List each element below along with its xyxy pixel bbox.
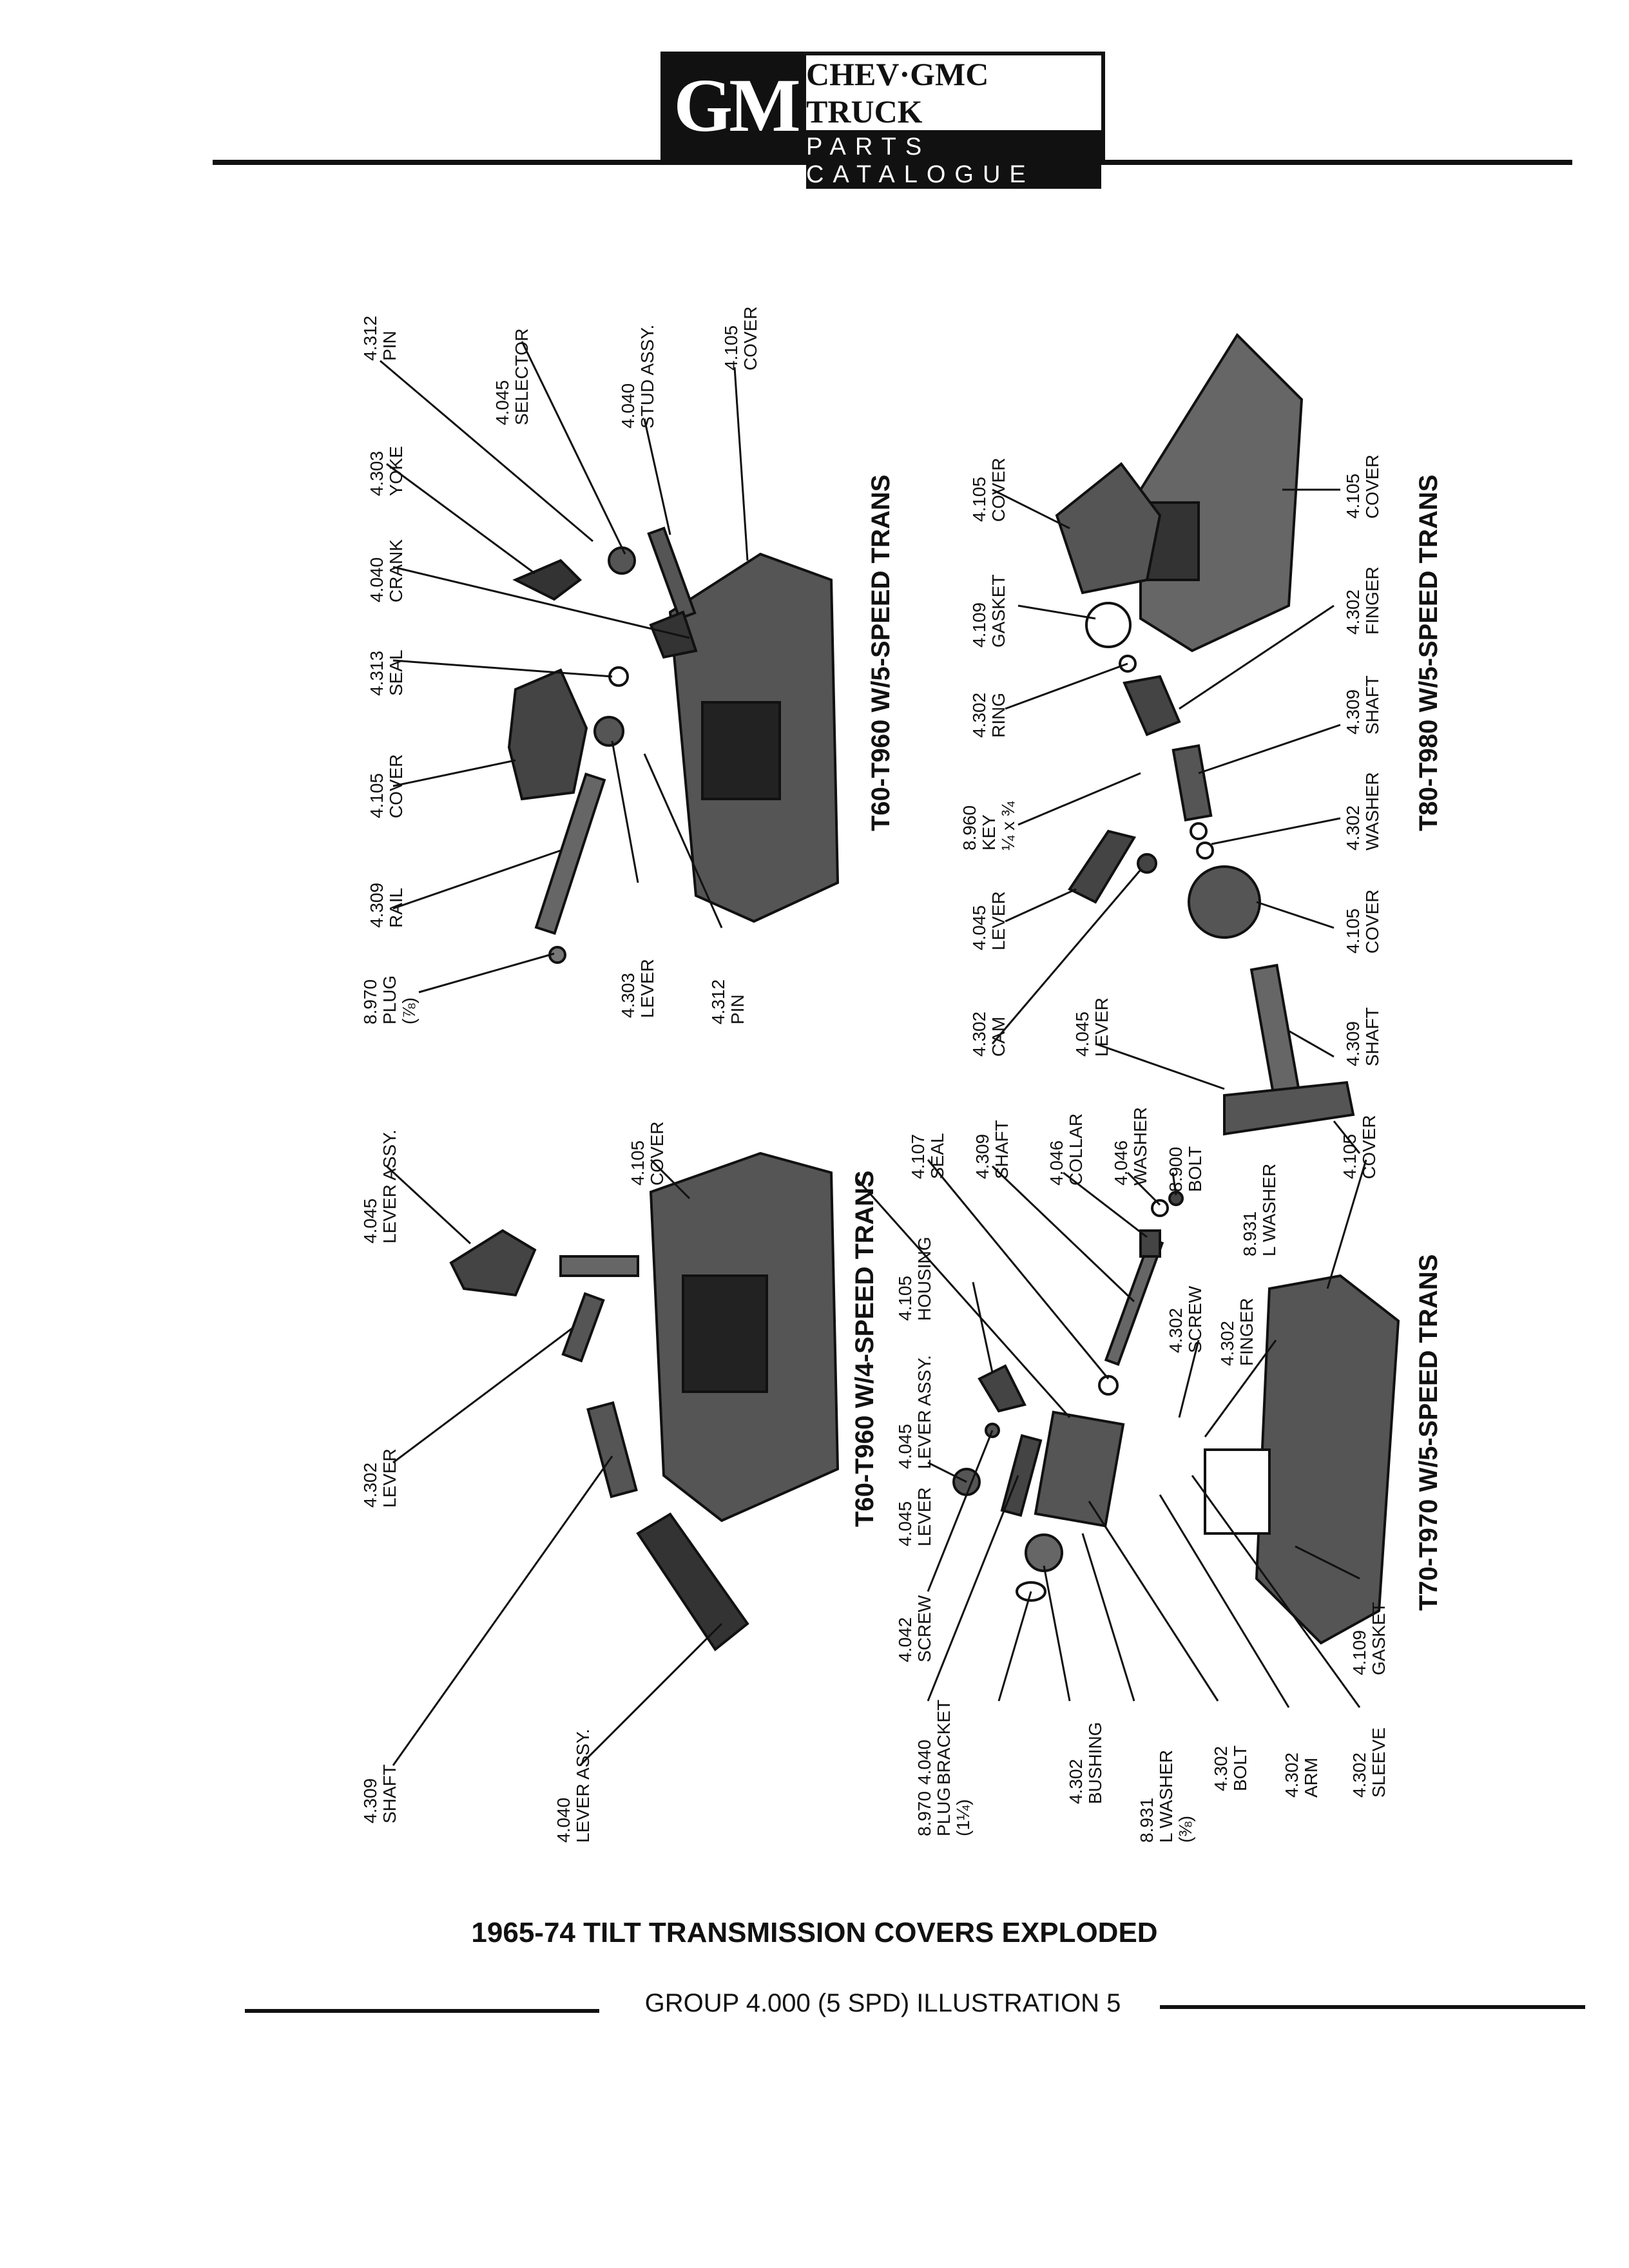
header-title: CHEV·GMC TRUCK	[806, 55, 1101, 133]
title-t60-4speed: T60-T960 W/4-SPEED TRANS	[851, 1170, 879, 1527]
label-cover-a-left: 4.105 COVER	[367, 754, 406, 818]
lever-a	[593, 716, 624, 747]
header-rule	[213, 160, 1572, 165]
washer-b2	[1196, 841, 1214, 860]
washer-b1	[1190, 822, 1208, 840]
label-collar-d: 4.046 COLLAR	[1046, 1113, 1086, 1186]
label-cover-b4: 4.105 COVER	[1340, 1115, 1379, 1179]
footer-rule-left	[245, 2009, 599, 2013]
label-washer-d: 4.046 WASHER	[1111, 1107, 1150, 1186]
label-screw-d: 4.042 SCREW	[895, 1595, 934, 1662]
label-crank: 4.040 CRANK	[367, 539, 406, 602]
cover-ball-b	[1188, 865, 1261, 939]
label-housing-d: 4.105 HOUSING	[895, 1236, 934, 1321]
catalogue-header: GM CHEV·GMC TRUCK PARTS CATALOGUE	[660, 52, 1105, 189]
label-bolt-d2: 4.302 BOLT	[1211, 1745, 1250, 1791]
label-lever-b: 4.045 LEVER	[969, 891, 1008, 950]
shaft-b	[1171, 744, 1213, 822]
illustration-caption: 1965-74 TILT TRANSMISSION COVERS EXPLODE…	[471, 1917, 1158, 1948]
label-ring-b: 4.302 RING	[969, 692, 1008, 738]
front-cover-b	[1055, 462, 1162, 595]
label-lever-assy-c2: 4.040 LEVER ASSY.	[554, 1729, 593, 1843]
label-screw-d2: 4.302 SCREW	[1166, 1285, 1205, 1353]
label-lever-c: 4.302 LEVER	[360, 1448, 400, 1508]
cover-housing-b	[1139, 332, 1304, 653]
header-text-block: CHEV·GMC TRUCK PARTS CATALOGUE	[806, 55, 1101, 189]
label-arm-d: 4.302 ARM	[1282, 1752, 1321, 1798]
cam-b	[1137, 853, 1157, 874]
label-seal-4107: 4.107 SEAL	[908, 1133, 947, 1179]
label-cover-b2: 4.105 COVER	[1343, 454, 1382, 519]
label-yoke: 4.303 YOKE	[367, 446, 406, 496]
gasket-b	[1085, 602, 1132, 648]
bracket-d	[1000, 1434, 1043, 1517]
lever-assy-d	[978, 1364, 1027, 1413]
label-seal-4313: 4.313 SEAL	[367, 649, 406, 696]
label-stud-assy: 4.040 STUD ASSY.	[618, 324, 657, 428]
label-cover-a-top: 4.105 COVER	[721, 306, 760, 370]
label-cover-b3: 4.105 COVER	[1343, 889, 1382, 954]
footer-rule-right	[1160, 2005, 1585, 2009]
title-t70-5speed: T70-T970 W/5-SPEED TRANS	[1414, 1254, 1443, 1611]
label-pin-4312-b: 4.312 PIN	[708, 979, 747, 1024]
lever-assy-c2	[636, 1512, 749, 1651]
label-cover-b1: 4.105 COVER	[969, 457, 1008, 522]
title-t60-5speed: T60-T960 W/5-SPEED TRANS	[867, 474, 895, 831]
label-gasket-d: 4.109 GASKET	[1349, 1602, 1389, 1675]
seal-d	[1098, 1375, 1119, 1396]
leader-lines	[380, 341, 1367, 1767]
selector-a	[608, 546, 636, 575]
label-finger-d: 4.302 FINGER	[1217, 1298, 1257, 1366]
label-cam-b: 4.302 CAM	[969, 1011, 1008, 1057]
title-t80-5speed: T80-T980 W/5-SPEED TRANS	[1414, 474, 1443, 831]
label-pin-4312: 4.312 PIN	[360, 315, 400, 361]
lever-assy-c	[449, 1229, 537, 1297]
label-bushing-d: 4.302 BUSHING	[1066, 1722, 1105, 1804]
label-shaft-b: 4.309 SHAFT	[1343, 675, 1382, 735]
label-bolt-d: 8.900 BOLT	[1166, 1146, 1205, 1192]
label-lever-assy-c: 4.045 LEVER ASSY.	[360, 1129, 400, 1244]
label-plug-a: 8.970 PLUG (⅞)	[360, 975, 419, 1024]
label-washer-b: 4.302 WASHER	[1343, 772, 1382, 850]
housing-d	[1034, 1410, 1125, 1528]
label-cover-c: 4.105 COVER	[628, 1121, 667, 1186]
label-lever-assy-d: 4.045 LEVER ASSY.	[895, 1355, 934, 1469]
label-lwasher-d2: 8.931 L WASHER (⅜)	[1137, 1749, 1195, 1843]
footer-group-label: GROUP 4.000 (5 SPD) ILLUSTRATION 5	[644, 1989, 1121, 2017]
label-plug-d: 8.970 PLUG (1¼)	[914, 1787, 973, 1836]
lever-b2	[1223, 1081, 1355, 1136]
cover-window-a	[701, 701, 781, 800]
finger-b	[1123, 675, 1181, 736]
small-cover-a	[507, 668, 588, 801]
gm-logo: GM	[664, 55, 806, 156]
shaft-c	[586, 1401, 638, 1499]
cover-window-c	[682, 1274, 768, 1393]
label-lever-b2: 4.045 LEVER	[1072, 997, 1112, 1057]
cover-housing-d	[1255, 1274, 1400, 1645]
label-shaft-d: 4.309 SHAFT	[972, 1120, 1012, 1179]
label-shaft-c: 4.309 SHAFT	[360, 1764, 400, 1823]
label-rail: 4.309 RAIL	[367, 882, 406, 928]
label-selector: 4.045 SELECTOR	[492, 328, 532, 425]
yoke-a	[512, 559, 583, 601]
label-lwasher-d: 8.931 L WASHER	[1240, 1163, 1279, 1256]
label-lever-4303: 4.303 LEVER	[618, 959, 657, 1018]
label-key-b: 8.960 KEY ¼ x ¾	[959, 801, 1018, 850]
label-gasket-b: 4.109 GASKET	[969, 574, 1008, 648]
rail-a	[534, 772, 606, 936]
label-finger-b: 4.302 FINGER	[1343, 566, 1382, 635]
label-lever-d: 4.045 LEVER	[895, 1487, 934, 1546]
shaft-bar-c	[559, 1255, 639, 1277]
lever-bar-c	[561, 1292, 605, 1363]
lever-b	[1068, 829, 1137, 904]
label-bracket-d: 4.040 BRACKET	[914, 1699, 954, 1785]
gasket-d	[1204, 1448, 1271, 1535]
stud-a	[647, 526, 697, 620]
label-shaft-b2: 4.309 SHAFT	[1343, 1007, 1382, 1066]
bushing-d	[1025, 1533, 1063, 1572]
washer-d	[1151, 1199, 1169, 1217]
label-sleeve-d: 4.302 SLEEVE	[1349, 1727, 1389, 1798]
seal-a	[608, 666, 629, 687]
